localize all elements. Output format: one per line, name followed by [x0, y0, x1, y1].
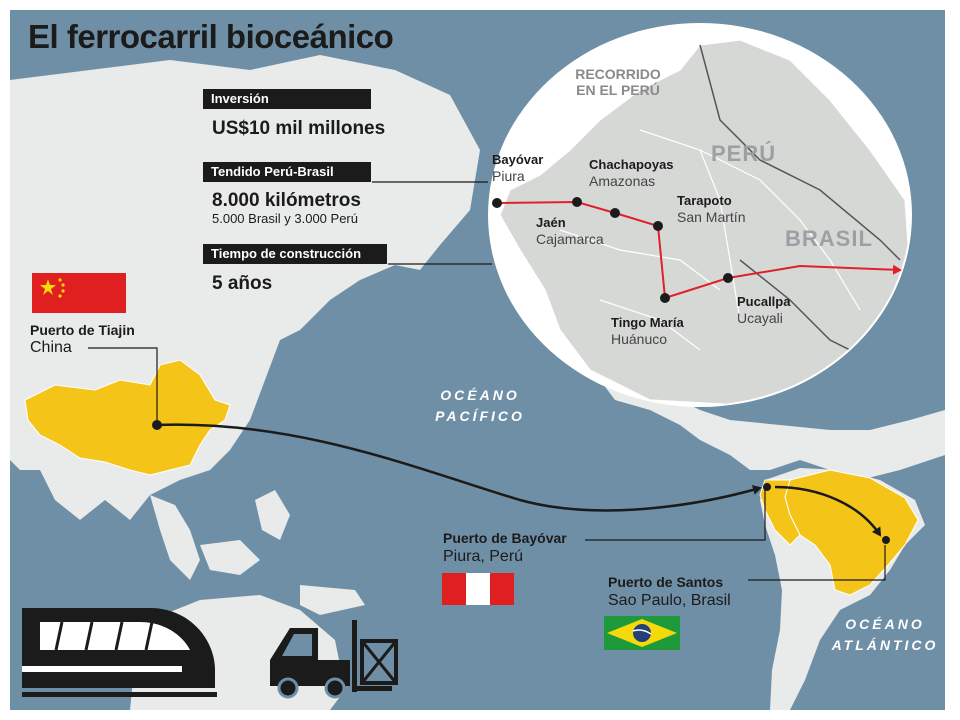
stop-region: San Martín	[677, 208, 746, 225]
fact-label-investment: Inversión	[203, 89, 371, 109]
ocean-pacific-line1: OCÉANO	[440, 387, 520, 403]
fact-label-time: Tiempo de construcción	[203, 244, 387, 264]
pacific-route-line	[156, 423, 762, 512]
bayovar-leader	[585, 490, 766, 541]
stop-dot-tingo-maria	[660, 293, 670, 303]
china-flag-icon	[32, 273, 126, 313]
port-bayovar-name: Puerto de Bayóvar	[443, 530, 567, 546]
china-highlight	[24, 359, 231, 476]
stop-region: Huánuco	[611, 330, 668, 347]
inset-heading-line1: RECORRIDO	[575, 66, 661, 82]
stop-dot-pucallpa	[723, 273, 733, 283]
stop-tarapoto: Tarapoto San Martín	[677, 193, 746, 225]
stop-city: Tarapoto	[677, 193, 732, 208]
continental-route-line	[774, 485, 882, 537]
forklift-icon	[270, 620, 398, 699]
brazil-flag-icon	[604, 616, 680, 650]
stop-pucallpa: Pucallpa Ucayali	[737, 294, 791, 326]
japan-landmass	[230, 298, 282, 420]
stop-tingo-maria: Tingo María Huánuco	[611, 315, 684, 347]
stop-jaen: Jaén Cajamarca	[536, 215, 604, 247]
southeast-asia	[150, 490, 365, 615]
port-tianjin-place: China	[30, 339, 72, 356]
inset-heading-line2: EN EL PERÚ	[576, 82, 660, 99]
fact-value-time: 5 años	[212, 273, 273, 294]
ocean-atlantic-line2: ATLÁNTICO	[831, 637, 939, 654]
port-tianjin-name: Puerto de Tiajin	[30, 322, 135, 338]
stop-region: Piura	[492, 167, 525, 184]
stop-region: Amazonas	[589, 172, 656, 189]
tianjin-leader	[88, 347, 158, 425]
stop-dot-bayovar	[492, 198, 502, 208]
stop-chachapoyas: Chachapoyas Amazonas	[589, 157, 674, 189]
stop-city: Bayóvar	[492, 152, 544, 167]
inset-map	[488, 23, 912, 407]
stop-city: Pucallpa	[737, 294, 791, 309]
inset-route-line	[496, 200, 902, 300]
stop-dot-jaen	[572, 197, 582, 207]
stop-region: Ucayali	[737, 309, 783, 326]
port-santos-place: Sao Paulo, Brasil	[608, 592, 731, 609]
ocean-pacific-label: OCÉANO PACÍFICO	[410, 387, 550, 424]
peru-flag-icon	[442, 573, 514, 605]
train-icon	[22, 608, 217, 697]
santos-leader	[748, 545, 886, 581]
fact-detail-length: 5.000 Brasil y 3.000 Perú	[212, 211, 358, 226]
port-santos-name: Puerto de Santos	[608, 574, 724, 590]
stop-dot-tarapoto	[653, 221, 663, 231]
santos-dot	[882, 536, 890, 544]
stop-city: Chachapoyas	[589, 157, 674, 172]
ocean-pacific-line2: PACÍFICO	[435, 408, 525, 425]
inset-country-peru: PERÚ	[711, 141, 777, 166]
bayovar-dot	[763, 483, 771, 491]
stop-dot-chachapoyas	[610, 208, 620, 218]
fact-value-investment: US$10 mil millones	[212, 118, 386, 139]
port-bayovar-place: Piura, Perú	[443, 548, 524, 565]
fact-value-length: 8.000 kilómetros	[212, 190, 361, 211]
inset-heading: RECORRIDO EN EL PERÚ	[558, 66, 678, 98]
fact-label-length: Tendido Perú-Brasil	[203, 162, 371, 182]
stop-bayovar: Bayóvar Piura	[492, 152, 544, 184]
page-title: El ferrocarril bioceánico	[28, 18, 394, 55]
inset-country-brasil: BRASIL	[785, 226, 873, 251]
stop-city: Tingo María	[611, 315, 684, 330]
ocean-atlantic-line1: OCÉANO	[845, 616, 925, 632]
stop-region: Cajamarca	[536, 230, 604, 247]
stop-city: Jaén	[536, 215, 566, 230]
ocean-atlantic-label: OCÉANO ATLÁNTICO	[815, 616, 955, 653]
